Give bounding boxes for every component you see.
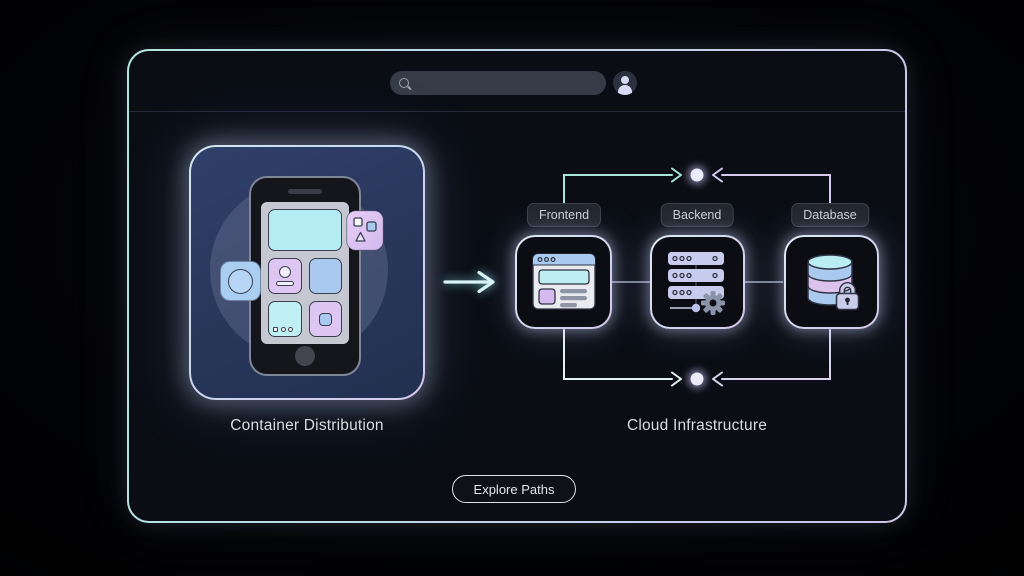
top-bar [129,51,905,112]
phone-screen [261,202,349,344]
top-node [690,168,704,182]
app-tile-dots [268,301,302,337]
avatar-head-icon [621,75,629,84]
gear-icon [700,291,725,315]
right-arrow-icon [443,270,495,294]
smartphone-illustration [249,176,361,376]
label-database: Database [791,203,869,227]
backend-node-card[interactable] [650,235,745,329]
search-bar[interactable] [390,71,606,95]
container-distribution-card-inner [191,147,423,398]
app-window: Container Distribution [127,49,907,523]
bottom-node [690,372,704,386]
profile-head-icon [278,266,291,279]
app-tile-profile [268,258,302,294]
dot-circle-icon [280,327,286,332]
search-input[interactable] [409,76,606,90]
browser-window-icon [531,253,596,310]
database-lock-icon [806,254,859,311]
floating-app-icon-shapes [346,210,384,251]
avatar-body-icon [618,85,632,95]
user-avatar[interactable] [613,71,637,95]
app-window-inner: Container Distribution [129,51,905,521]
lock-icon [835,282,859,311]
app-tile-hero [268,209,342,251]
label-frontend: Frontend [526,203,602,227]
container-distribution-card[interactable] [189,145,425,400]
phone-home-button [295,346,315,366]
label-backend: Backend [660,203,734,227]
diagram-connectors [563,165,831,389]
database-node-card[interactable] [784,235,879,329]
floating-app-icon-circle [220,261,261,301]
server-stack-gear-icon [667,252,725,315]
left-panel-caption: Container Distribution [230,417,384,434]
app-tile-blue [308,258,342,294]
phone-speaker [288,189,322,194]
circle-icon [228,268,253,294]
explore-paths-label: Explore Paths [473,481,555,497]
dot-circle-icon [288,327,293,332]
widget-square-icon [318,312,332,326]
profile-bar-icon [275,280,294,286]
right-panel-caption: Cloud Infrastructure [626,417,768,434]
dot-square-icon [273,327,278,332]
frontend-node-card[interactable] [515,235,612,329]
search-icon [399,78,409,88]
explore-paths-button[interactable]: Explore Paths [452,475,576,503]
app-tile-widget [308,301,342,337]
